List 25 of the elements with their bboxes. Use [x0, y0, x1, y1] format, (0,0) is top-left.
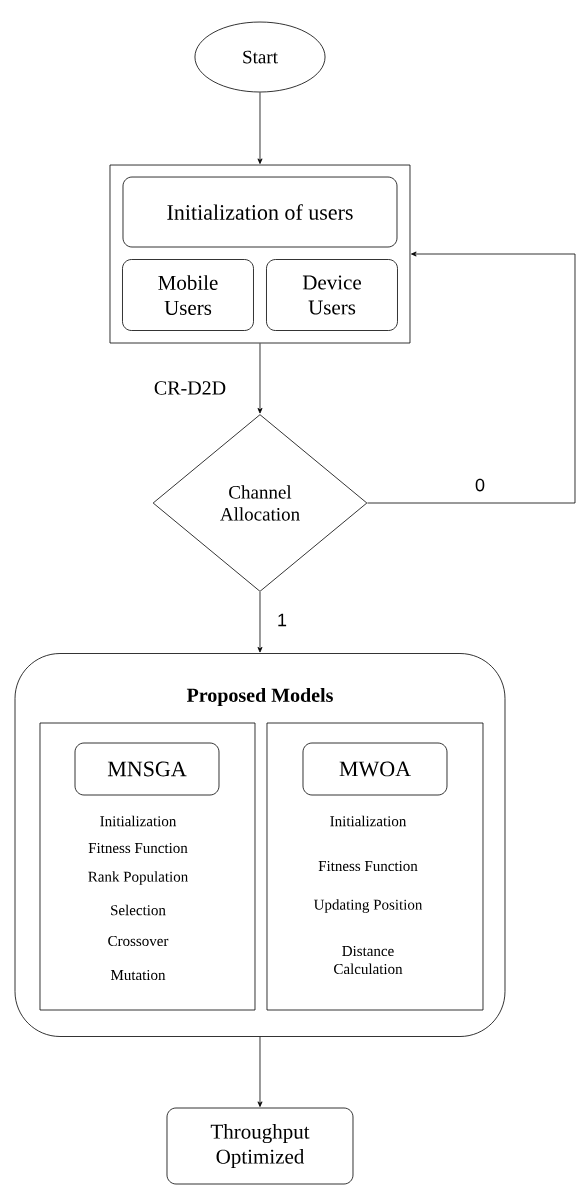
step-text: Initialization [100, 815, 177, 827]
step-text: Rank Population [88, 871, 188, 885]
step-text: Initialization [330, 815, 407, 827]
step-text: Selection [111, 904, 166, 916]
edge-label: 1 [278, 613, 287, 627]
group-box [109, 164, 411, 344]
arrow [257, 591, 263, 653]
process-box: Initialization of users [122, 176, 398, 248]
edge-label: 0 [475, 478, 485, 492]
arrow [367, 251, 576, 504]
step-text: Crossover [108, 935, 169, 947]
arrow [257, 1036, 263, 1107]
end-box: Throughput Optimized [166, 1107, 354, 1185]
arrow [257, 92, 263, 164]
step-text: Mutation [110, 969, 166, 981]
process-box: Mobile Users [122, 259, 254, 331]
arrow [257, 343, 263, 414]
algorithm-box: MWOA [302, 742, 448, 796]
step-text: Fitness Function [318, 860, 418, 872]
edge-label: CR-D2D [154, 381, 226, 395]
algorithm-box: MNSGA [74, 742, 220, 796]
step-text: Fitness Function [88, 842, 188, 854]
step-text: Updating Position [313, 899, 423, 913]
step-text: Distance Calculation [334, 945, 403, 975]
process-box: Device Users [266, 259, 398, 331]
